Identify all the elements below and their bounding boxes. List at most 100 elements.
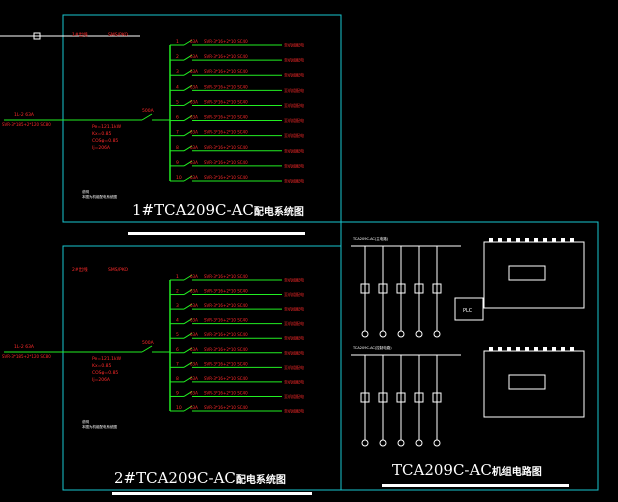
circuit-breaker-label: 63A xyxy=(190,69,198,74)
circuit-cable-label: SVR-3*16+2*10 SC40 xyxy=(204,347,248,352)
circuit-number: 5 xyxy=(176,99,179,105)
branch-breaker-icon xyxy=(183,160,193,167)
right-panel-title: TCA209C-AC机组电路图 xyxy=(392,461,542,482)
contactor-icon xyxy=(414,283,424,294)
control-board xyxy=(483,241,585,309)
circuit-cable-label: SVR-3*16+2*10 SC40 xyxy=(204,303,248,308)
contactor-icon xyxy=(396,392,406,403)
panel-2-title-underline xyxy=(112,492,312,495)
circuit-cable-label: SVR-3*16+2*10 SC40 xyxy=(204,274,248,279)
motor-icon xyxy=(379,330,387,338)
branch-breaker-icon xyxy=(183,376,193,383)
circuit-breaker-label: 63A xyxy=(190,332,198,337)
circuit-cable-label: SVR-3*16+2*10 SC40 xyxy=(204,115,248,120)
circuit-load-label: 至机组配电 xyxy=(284,42,304,48)
terminal-icon xyxy=(534,238,538,242)
circuit-breaker-label: 63A xyxy=(190,99,198,104)
circuit-breaker-label: 63A xyxy=(190,115,198,120)
circuit-load-label: 至机组配电 xyxy=(284,378,304,384)
terminal-icon xyxy=(525,238,529,242)
branch-breaker-icon xyxy=(183,405,193,412)
load-param: COSφ=0.85 xyxy=(92,138,118,144)
circuit-cable-label: SVR-3*16+2*10 SC40 xyxy=(204,160,248,165)
circuit-load-label: 至机组配电 xyxy=(284,132,304,138)
circuit-cable-label: SVR-3*16+2*10 SC40 xyxy=(204,332,248,337)
schematic-subtitle: TCA209C-AC(主电路) xyxy=(352,236,389,241)
branch-breaker-icon xyxy=(183,69,193,76)
circuit-cable-label: SVR-3*16+2*10 SC40 xyxy=(204,376,248,381)
circuit-breaker-label: 63A xyxy=(190,54,198,59)
right-panel-frame xyxy=(340,221,599,491)
notes-heading: 说明 xyxy=(82,189,89,194)
circuit-load-label: 至机组配电 xyxy=(284,349,304,355)
motor-icon xyxy=(433,439,441,447)
terminal-icon xyxy=(561,238,565,242)
load-param: Pe=121.1kW xyxy=(92,356,122,362)
incoming-line xyxy=(0,32,140,40)
branch-breaker-icon xyxy=(183,39,193,46)
circuit-load-label: 至机组配电 xyxy=(284,291,304,297)
circuit-number: 9 xyxy=(176,390,179,396)
motor-icon xyxy=(379,439,387,447)
circuit-number: 2 xyxy=(176,54,179,60)
circuit-load-label: 至机组配电 xyxy=(284,87,304,93)
terminal-icon xyxy=(498,347,502,351)
motor-icon xyxy=(415,330,423,338)
load-param: Ij=206A xyxy=(92,377,111,383)
circuit-breaker-label: 63A xyxy=(190,318,198,323)
panel-1-title-cn: 配电系统图 xyxy=(253,207,304,218)
terminal-icon xyxy=(516,238,520,242)
main-breaker-label: 500A xyxy=(142,108,155,114)
circuit-number: 8 xyxy=(176,376,179,382)
contactor-icon xyxy=(432,283,442,294)
contactor-icon xyxy=(432,392,442,403)
branch-breaker-icon xyxy=(183,361,193,368)
motor-icon xyxy=(433,330,441,338)
circuit-number: 2 xyxy=(176,289,179,295)
circuit-breaker-label: 63A xyxy=(190,376,198,381)
circuit-number: 6 xyxy=(176,347,179,353)
incoming-fuse-icon xyxy=(33,32,41,40)
circuit-cable-label: SVR-3*16+2*10 SC40 xyxy=(204,318,248,323)
panel-input-sub-label: SMS/PKO xyxy=(108,32,129,38)
right-panel-title-cn: 机组电路图 xyxy=(491,467,542,478)
circuit-number: 8 xyxy=(176,145,179,151)
circuit-breaker-label: 63A xyxy=(190,39,198,44)
circuit-breaker-label: 63A xyxy=(190,274,198,279)
circuit-load-label: 至机组配电 xyxy=(284,277,304,283)
branch-breaker-icon xyxy=(183,115,193,121)
terminal-icon xyxy=(525,347,529,351)
load-param: COSφ=0.85 xyxy=(92,370,118,376)
terminal-icon xyxy=(516,347,520,351)
circuit-cable-label: SVR-3*16+2*10 SC40 xyxy=(204,145,248,150)
circuit-breaker-label: 63A xyxy=(190,347,198,352)
circuit-cable-label: SVR-3*16+2*10 SC40 xyxy=(204,405,248,410)
notes-body: 本图为机组配电系统图 xyxy=(82,424,117,429)
branch-breaker-icon xyxy=(183,54,193,61)
circuit-load-label: 至机组配电 xyxy=(284,117,304,123)
schematic-subtitle: TCA209C-AC(控制电路) xyxy=(352,345,392,350)
contactor-icon xyxy=(414,392,424,403)
circuit-number: 6 xyxy=(176,115,179,121)
main-breaker-icon xyxy=(141,345,153,353)
circuit-number: 10 xyxy=(176,175,182,181)
circuit-breaker-label: 63A xyxy=(190,390,198,395)
circuit-breaker-label: 63A xyxy=(190,160,198,165)
circuit-load-label: 至机组配电 xyxy=(284,57,304,63)
circuit-breaker-label: 63A xyxy=(190,303,198,308)
control-board xyxy=(483,350,585,418)
circuit-load-label: 至机组配电 xyxy=(284,408,304,414)
circuit-load-label: 至机组配电 xyxy=(284,178,304,184)
circuit-breaker-label: 63A xyxy=(190,84,198,89)
terminal-icon xyxy=(543,238,547,242)
terminal-icon xyxy=(507,347,511,351)
circuit-breaker-label: 63A xyxy=(190,145,198,150)
circuit-number: 4 xyxy=(176,318,179,324)
circuit-load-label: 至机组配电 xyxy=(284,335,304,341)
panel-input-label: 1#出线 xyxy=(72,31,88,38)
circuit-load-label: 至机组配电 xyxy=(284,393,304,399)
terminal-icon xyxy=(534,347,538,351)
feeder-cable-label: SVR-3*185+2*120 SC80 xyxy=(2,122,51,127)
